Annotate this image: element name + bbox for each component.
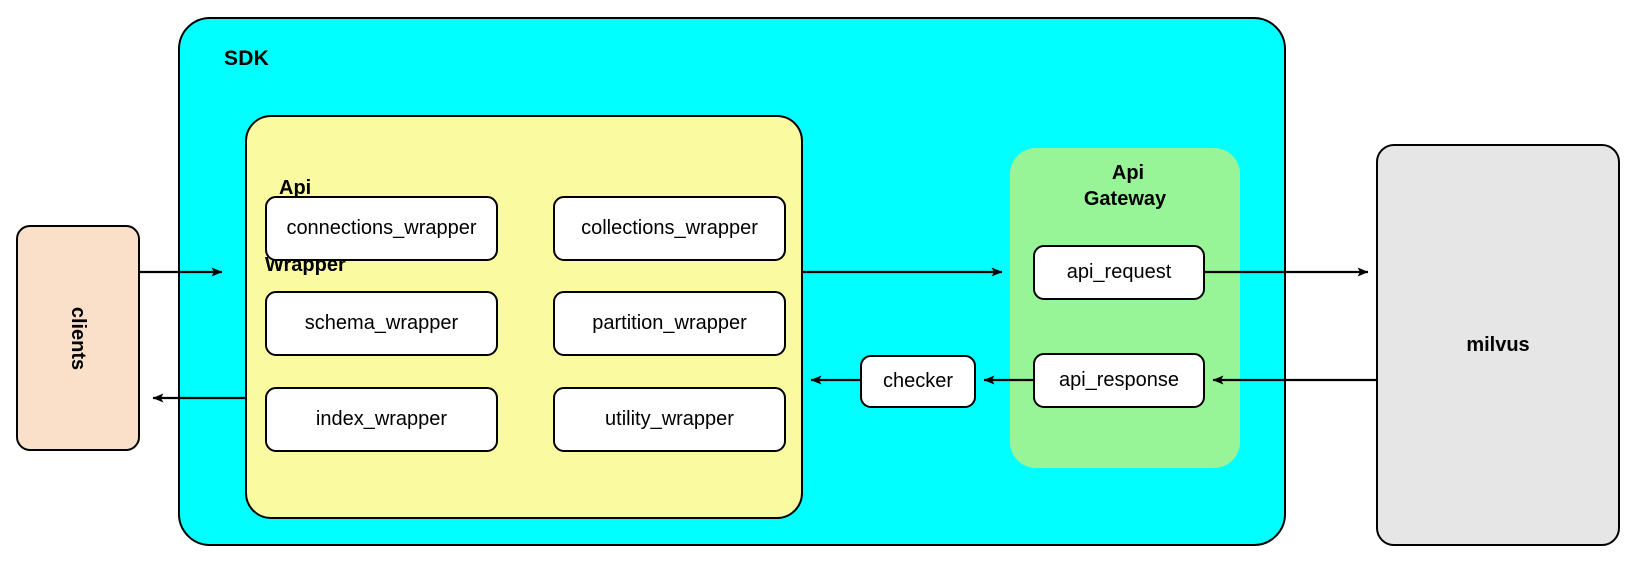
partition-wrapper-label: partition_wrapper [592, 312, 747, 334]
api-gateway-container[interactable]: Api Gateway [1010, 148, 1240, 468]
api-request-label: api_request [1066, 261, 1172, 283]
checker-node[interactable]: checker [860, 355, 976, 408]
index-wrapper-label: index_wrapper [315, 408, 448, 430]
clients-node[interactable]: clients [16, 225, 140, 451]
milvus-label: milvus [1466, 333, 1530, 356]
api-gateway-label-line2: Gateway [1083, 188, 1167, 210]
collections-wrapper-node[interactable]: collections_wrapper [553, 196, 786, 261]
schema-wrapper-node[interactable]: schema_wrapper [265, 291, 498, 356]
api-request-node[interactable]: api_request [1033, 245, 1205, 300]
collections-wrapper-label: collections_wrapper [581, 217, 758, 239]
api-response-label: api_response [1058, 369, 1180, 391]
api-gateway-label: Api Gateway [1034, 160, 1216, 212]
connections-wrapper-node[interactable]: connections_wrapper [265, 196, 498, 261]
milvus-node[interactable]: milvus [1376, 144, 1620, 546]
utility-wrapper-label: utility_wrapper [605, 408, 734, 430]
api-response-node[interactable]: api_response [1033, 353, 1205, 408]
checker-label: checker [882, 370, 954, 392]
api-gateway-label-line1: Api [1111, 162, 1145, 184]
api-wrapper-label-line1: Api [279, 177, 312, 200]
connections-wrapper-label: connections_wrapper [286, 217, 477, 239]
schema-wrapper-label: schema_wrapper [304, 312, 459, 334]
partition-wrapper-node[interactable]: partition_wrapper [553, 291, 786, 356]
clients-label: clients [67, 306, 90, 370]
index-wrapper-node[interactable]: index_wrapper [265, 387, 498, 452]
sdk-label: SDK [224, 47, 269, 70]
utility-wrapper-node[interactable]: utility_wrapper [553, 387, 786, 452]
